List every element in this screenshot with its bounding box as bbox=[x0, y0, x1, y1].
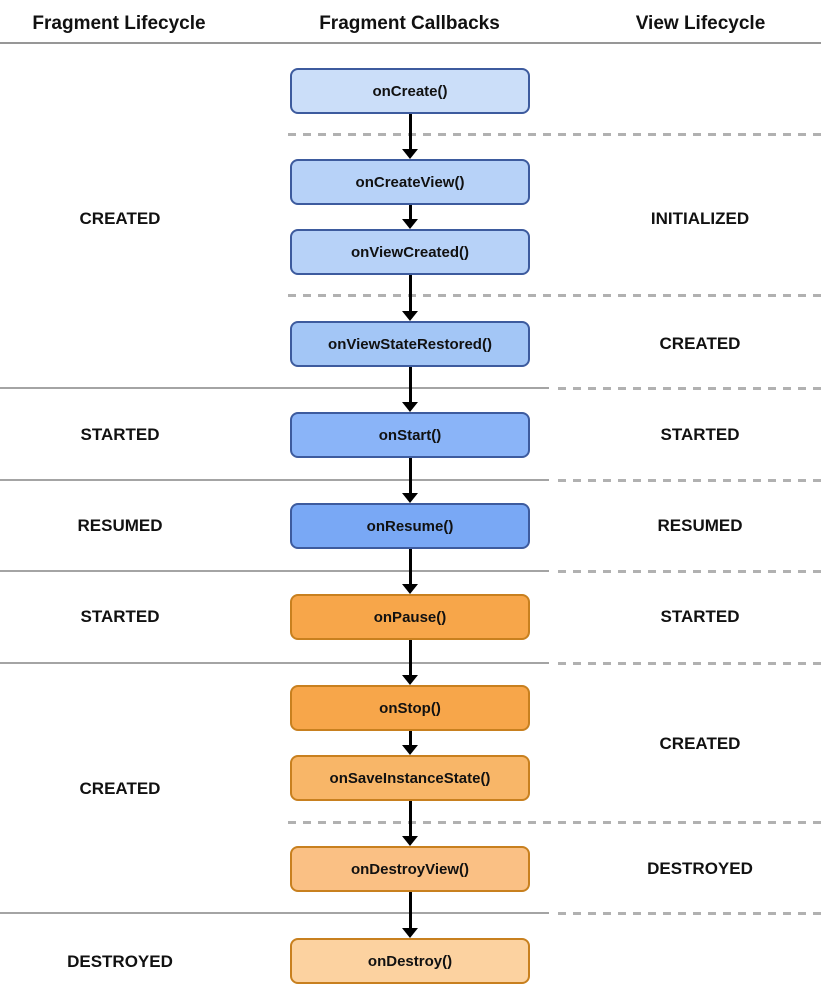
flow-arrow bbox=[402, 205, 419, 229]
flow-arrow bbox=[402, 275, 419, 321]
section-divider bbox=[0, 294, 821, 297]
column-header-fragment-callbacks: Fragment Callbacks bbox=[319, 13, 500, 34]
column-header-fragment-lifecycle: Fragment Lifecycle bbox=[32, 13, 206, 34]
flow-arrow bbox=[402, 114, 419, 159]
callback-box: onSaveInstanceState() bbox=[290, 755, 530, 801]
arrow-down-icon bbox=[402, 675, 418, 685]
solid-divider-line bbox=[0, 387, 549, 389]
fragment-state-label: DESTROYED bbox=[67, 952, 173, 971]
arrow-down-icon bbox=[402, 928, 418, 938]
section-divider bbox=[0, 42, 821, 45]
arrow-line bbox=[409, 275, 412, 312]
flow-arrow bbox=[402, 458, 419, 503]
dashed-divider-line bbox=[558, 912, 821, 915]
section-divider bbox=[0, 387, 821, 390]
solid-divider-line bbox=[0, 42, 821, 44]
arrow-down-icon bbox=[402, 745, 418, 755]
arrow-line bbox=[409, 367, 412, 403]
fragment-state-label: STARTED bbox=[80, 607, 160, 626]
dashed-divider-line bbox=[288, 821, 821, 824]
view-state-label: STARTED bbox=[660, 607, 740, 626]
flow-arrow bbox=[402, 640, 419, 685]
dashed-divider-line bbox=[558, 387, 821, 390]
view-state-label: INITIALIZED bbox=[650, 209, 750, 228]
view-state-label: CREATED bbox=[659, 334, 741, 353]
callback-box: onStop() bbox=[290, 685, 530, 731]
section-divider bbox=[0, 133, 821, 136]
fragment-state-label: CREATED bbox=[79, 209, 161, 228]
arrow-down-icon bbox=[402, 311, 418, 321]
section-divider bbox=[0, 912, 821, 915]
callback-box: onPause() bbox=[290, 594, 530, 640]
arrow-line bbox=[409, 114, 412, 150]
callback-box: onDestroy() bbox=[290, 938, 530, 984]
dashed-divider-line bbox=[558, 479, 821, 482]
arrow-down-icon bbox=[402, 149, 418, 159]
view-state-label: STARTED bbox=[660, 425, 740, 444]
fragment-state-label: CREATED bbox=[79, 779, 161, 798]
dashed-divider-line bbox=[288, 294, 821, 297]
section-divider bbox=[0, 479, 821, 482]
view-state-label: CREATED bbox=[659, 734, 741, 753]
flow-arrow bbox=[402, 892, 419, 938]
arrow-line bbox=[409, 731, 412, 746]
section-divider bbox=[0, 570, 821, 573]
callback-box: onCreate() bbox=[290, 68, 530, 114]
fragment-state-label: STARTED bbox=[80, 425, 160, 444]
arrow-line bbox=[409, 801, 412, 837]
arrow-down-icon bbox=[402, 836, 418, 846]
arrow-line bbox=[409, 205, 412, 220]
arrow-down-icon bbox=[402, 493, 418, 503]
solid-divider-line bbox=[0, 662, 549, 664]
arrow-down-icon bbox=[402, 584, 418, 594]
solid-divider-line bbox=[0, 570, 549, 572]
callback-box: onStart() bbox=[290, 412, 530, 458]
flow-arrow bbox=[402, 367, 419, 412]
arrow-line bbox=[409, 892, 412, 929]
callback-box: onDestroyView() bbox=[290, 846, 530, 892]
callback-box: onViewCreated() bbox=[290, 229, 530, 275]
column-header-view-lifecycle: View Lifecycle bbox=[635, 13, 766, 34]
solid-divider-line bbox=[0, 479, 549, 481]
arrow-down-icon bbox=[402, 402, 418, 412]
arrow-line bbox=[409, 549, 412, 585]
dashed-divider-line bbox=[558, 570, 821, 573]
arrow-line bbox=[409, 458, 412, 494]
callback-box: onResume() bbox=[290, 503, 530, 549]
fragment-state-label: RESUMED bbox=[77, 516, 163, 535]
section-divider bbox=[0, 662, 821, 665]
flow-arrow bbox=[402, 801, 419, 846]
arrow-line bbox=[409, 640, 412, 676]
section-divider bbox=[0, 821, 821, 824]
view-state-label: RESUMED bbox=[657, 516, 743, 535]
arrow-down-icon bbox=[402, 219, 418, 229]
callback-box: onCreateView() bbox=[290, 159, 530, 205]
dashed-divider-line bbox=[288, 133, 821, 136]
flow-arrow bbox=[402, 731, 419, 755]
view-state-label: DESTROYED bbox=[647, 859, 753, 878]
callback-box: onViewStateRestored() bbox=[290, 321, 530, 367]
flow-arrow bbox=[402, 549, 419, 594]
dashed-divider-line bbox=[558, 662, 821, 665]
solid-divider-line bbox=[0, 912, 549, 914]
